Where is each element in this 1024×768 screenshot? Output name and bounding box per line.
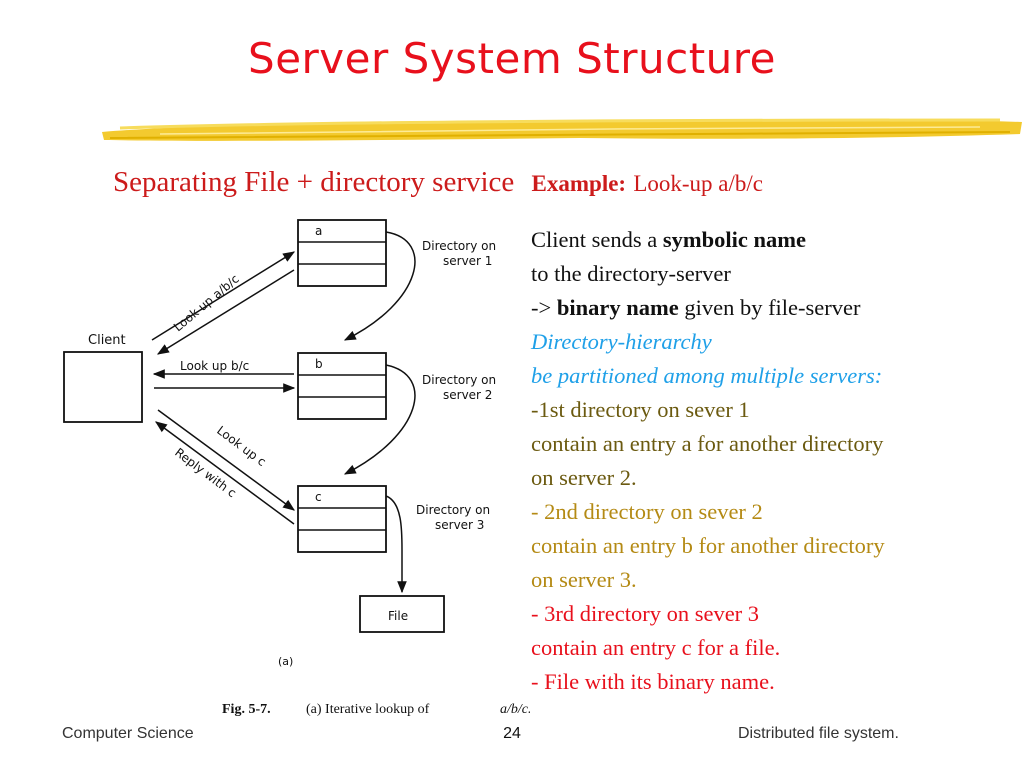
directory-server-2: b Directory on server 2 [297, 352, 496, 420]
server-1-label-1: Directory on [422, 239, 496, 253]
figure-caption-prefix: Fig. 5-7. [222, 702, 271, 717]
line-14: - File with its binary name. [531, 669, 775, 694]
server-2-label-2: server 2 [443, 388, 492, 402]
client-label: Client [88, 333, 126, 348]
server-3-label-1: Directory on [416, 503, 490, 517]
directory-server-1: a Directory on server 1 [297, 219, 496, 287]
line-2: to the directory-server [531, 261, 731, 286]
line-3: -> binary name given by file-server [531, 295, 861, 320]
client-box [63, 351, 143, 423]
line-5: be partitioned among multiple servers: [531, 363, 883, 388]
footer-left: Computer Science [62, 725, 194, 742]
server-1-label-2: server 1 [443, 254, 492, 268]
iterative-lookup-diagram: Client a Directory on server 1 b Directo… [63, 219, 530, 717]
entry-c: c [315, 490, 322, 504]
arrow-client-to-server1 [151, 251, 296, 341]
figure-caption-path: a/b/c. [500, 702, 530, 717]
server-2-label-1: Directory on [422, 373, 496, 387]
arrow-server3-to-client [155, 421, 295, 525]
page-number: 24 [503, 725, 521, 742]
subtitle-text: Separating File + directory service [113, 166, 515, 198]
footer-right: Distributed file system. [738, 725, 899, 742]
line-8: on server 2. [531, 465, 637, 490]
arrow-server3-to-file [385, 495, 407, 594]
server-3-label-2: server 3 [435, 518, 484, 532]
highlighter-stroke [102, 118, 1022, 141]
example-text: Look-up a/b/c [633, 171, 763, 196]
slide-subtitle: Separating File + directory service Exam… [113, 166, 763, 199]
reply-c-label: Reply with c [172, 445, 239, 500]
arrow-server2-to-server3 [343, 364, 416, 475]
directory-server-3: c Directory on server 3 [297, 485, 490, 553]
line-12: - 3rd directory on sever 3 [531, 601, 760, 626]
line-11: on server 3. [531, 567, 637, 592]
lookup-c-label: Look up c [214, 423, 268, 469]
file-box [359, 595, 445, 633]
binary-name-term: binary name [556, 295, 679, 320]
line-6: -1st directory on sever 1 [531, 397, 750, 422]
lookup-bc-label: Look up b/c [180, 359, 249, 373]
line-10: contain an entry b for another directory [531, 533, 885, 558]
slide-title: Server System Structure [248, 34, 776, 83]
symbolic-name-term: symbolic name [662, 227, 806, 252]
line-9: - 2nd directory on sever 2 [531, 499, 763, 524]
example-label: Example: [531, 171, 627, 196]
arrow-client-to-server3 [157, 409, 295, 511]
file-label: File [388, 609, 408, 623]
line-13: contain an entry c for a file. [531, 635, 781, 660]
explanation-text: Client sends a symbolic name to the dire… [531, 223, 1011, 699]
subfigure-label: (a) [278, 655, 293, 668]
line-1: Client sends a symbolic name [531, 227, 806, 252]
arrow-server1-to-client [156, 269, 295, 355]
arrow-server1-to-server2 [343, 231, 416, 341]
entry-a: a [315, 224, 322, 238]
line-7: contain an entry a for another directory [531, 431, 884, 456]
entry-b: b [315, 357, 323, 371]
figure-caption-text: (a) Iterative lookup of [306, 702, 430, 717]
line-4: Directory-hierarchy [531, 329, 712, 354]
